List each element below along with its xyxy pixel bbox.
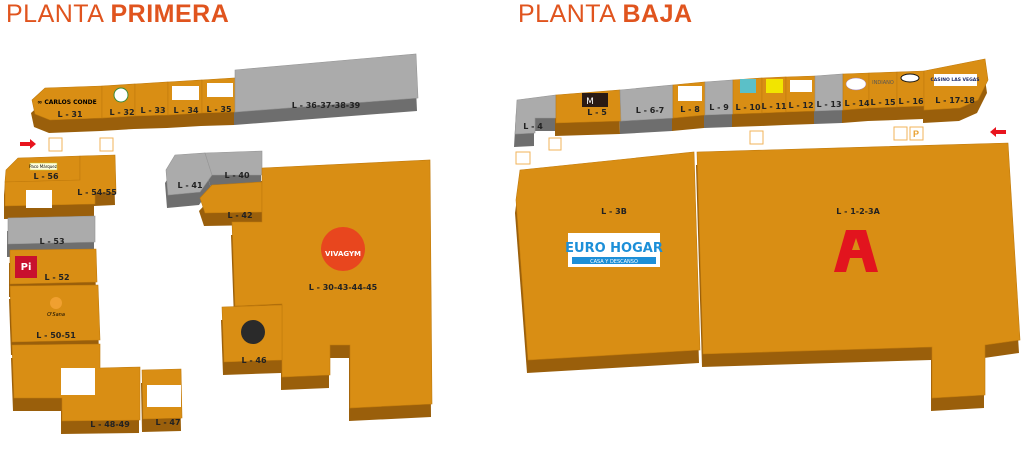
unit-label: L - 5	[587, 108, 607, 117]
logo-12	[790, 80, 812, 92]
logo-14	[845, 77, 867, 91]
unit-label: L - 31	[57, 110, 83, 119]
unit-label: L - 10	[735, 103, 761, 112]
logo-10	[740, 79, 756, 93]
entrance-arrow-icon	[20, 139, 36, 149]
floor-title-primera: PLANTA PRIMERA	[6, 0, 229, 28]
elevator-icon[interactable]	[48, 137, 63, 152]
unit-label: L - 35	[206, 105, 232, 114]
logo-pizza-text: Pi	[21, 262, 32, 273]
unit-l50-51[interactable]	[9, 284, 101, 343]
logo-5-text: M	[586, 97, 594, 107]
logo-euro-hogar-band	[572, 257, 656, 264]
unit-label: L - 50-51	[36, 331, 76, 340]
unit-label: L - 52	[44, 273, 69, 282]
unit-label: L - 42	[227, 211, 252, 220]
unit-label: L - 15	[870, 98, 896, 107]
logo-casino	[934, 74, 977, 86]
unit-label: L - 56	[33, 172, 59, 181]
logo-8	[678, 86, 702, 101]
logo-carlos-conde: ∞ CARLOS CONDE	[37, 99, 96, 106]
unit-label: L - 36-37-38-39	[292, 101, 361, 110]
unit-label: L - 3B	[601, 207, 627, 216]
escalator-icon[interactable]	[893, 126, 908, 141]
unit-label: L - 14	[844, 99, 870, 108]
unit-label: L - 33	[140, 106, 165, 115]
unit-label: L - 34	[173, 106, 199, 115]
unit-label: L - 47	[155, 418, 180, 427]
logo-56-text: Paco Márquez	[29, 164, 57, 169]
parking-label: P	[913, 129, 919, 139]
unit-label: L - 30-43-44-45	[309, 283, 378, 292]
entrance-arrow-icon	[990, 127, 1006, 137]
unit-label: L - 41	[177, 181, 203, 190]
logo-11	[766, 79, 783, 93]
unit-label: L - 54-55	[77, 188, 117, 197]
logo-34	[172, 86, 199, 100]
unit-label: L - 46	[241, 356, 267, 365]
logo-47	[147, 385, 181, 407]
unit-l53[interactable]	[7, 215, 96, 245]
logo-32	[113, 87, 129, 103]
unit-label: L - 12	[788, 101, 813, 110]
unit-l1-2-3a[interactable]	[696, 142, 1021, 399]
logo-vivagym	[321, 227, 365, 271]
unit-label: L - 1-2-3A	[836, 207, 880, 216]
unit-label: L - 4	[523, 122, 543, 131]
escalator-icon[interactable]	[749, 130, 764, 145]
unit-label: L - 32	[109, 108, 134, 117]
logo-35	[207, 83, 233, 97]
logo-vivagym-text: VIVAGYM	[325, 250, 361, 258]
unit-label: L - 8	[680, 105, 700, 114]
logo-casino-text: CASINO LAS VEGAS	[931, 77, 980, 83]
logo-alcampo-icon	[834, 230, 878, 272]
logo-48-49	[61, 368, 95, 395]
logo-euro-hogar-sub: CASA Y DESCANSO	[590, 259, 638, 265]
logo-50-51-text: O'Sana	[47, 312, 65, 318]
elevator-icon[interactable]	[548, 137, 562, 151]
logo-16-eye	[900, 73, 920, 83]
unit-label: L - 11	[761, 102, 787, 111]
unit-label: L - 48-49	[90, 420, 130, 429]
unit-l6-7[interactable]	[619, 84, 674, 122]
logo-46	[241, 320, 265, 344]
logo-54-55	[26, 190, 52, 208]
logo-56	[29, 162, 58, 171]
logo-euro-hogar-text: EURO HOGAR	[565, 241, 663, 256]
restroom-icon[interactable]	[515, 151, 531, 165]
unit-label: L - 53	[39, 237, 64, 246]
unit-l42[interactable]	[199, 181, 263, 214]
parking-icon[interactable]	[909, 126, 924, 141]
escalator-icon[interactable]	[99, 137, 114, 152]
unit-label: L - 6-7	[636, 106, 664, 115]
unit-label: L - 13	[816, 100, 841, 109]
logo-50-51	[50, 297, 62, 309]
unit-label: L - 9	[709, 103, 729, 112]
unit-label: L - 16	[898, 97, 924, 106]
unit-l36-39[interactable]	[234, 53, 419, 113]
floor-title-baja: PLANTA BAJA	[518, 0, 693, 28]
logo-5	[582, 93, 608, 107]
logo-pizza	[15, 256, 37, 278]
unit-label: L - 17-18	[935, 96, 975, 105]
logo-15: INDIANO	[872, 80, 894, 86]
unit-label: L - 40	[224, 171, 250, 180]
